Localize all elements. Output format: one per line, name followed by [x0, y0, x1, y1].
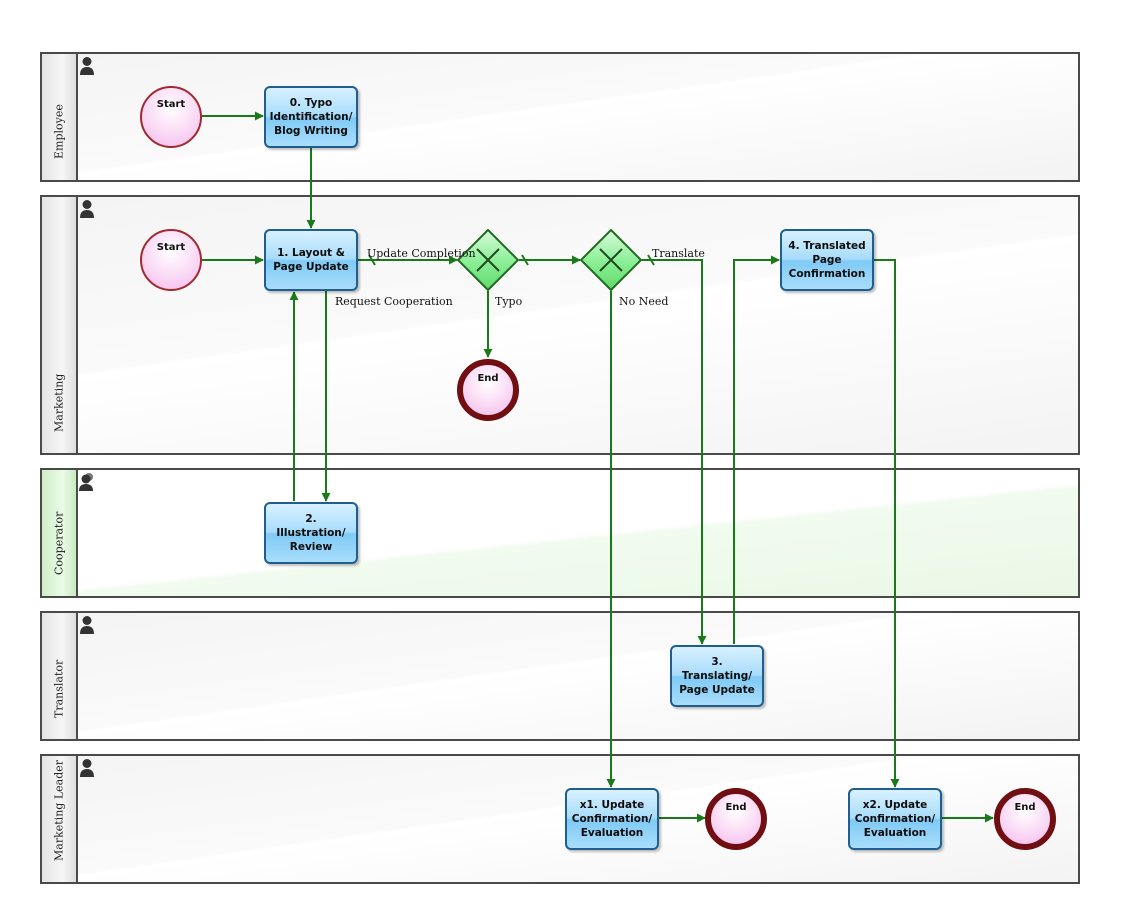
flow-label-request-cooperation: Request Cooperation	[335, 295, 453, 308]
person-icon	[80, 759, 94, 777]
person-icon	[80, 616, 94, 634]
flow-label-no-need: No Need	[619, 295, 669, 308]
end-event-label: End	[477, 373, 499, 384]
lane-header: Marketing Leader	[42, 756, 78, 882]
exclusive-gateway-1[interactable]	[457, 229, 519, 291]
flow-label-update-completion: Update Completion	[367, 247, 476, 260]
person-icon	[80, 200, 94, 218]
task-translating-page-update[interactable]: 3. Translating/ Page Update	[670, 645, 764, 707]
start-event-label: Start	[156, 242, 186, 253]
flow-gateway2-to-task3	[642, 259, 707, 645]
task-illustration-review[interactable]: 2. Illustration/ Review	[264, 502, 358, 564]
condition-tick	[368, 254, 376, 266]
group-icon	[79, 473, 93, 491]
flow-label-typo: Typo	[495, 295, 523, 308]
end-event-label: End	[725, 802, 747, 813]
start-event-employee[interactable]: Start	[140, 86, 202, 148]
task-label: 3. Translating/ Page Update	[679, 656, 755, 696]
task-label: 4. Translated Page Confirmation	[788, 240, 866, 280]
flow-task4-to-taskx2	[874, 259, 900, 788]
exclusive-gateway-2[interactable]	[580, 229, 642, 291]
lane-header: Employee	[42, 54, 78, 180]
end-event-x1[interactable]: End	[705, 788, 767, 850]
flow-label-translate: Translate	[652, 247, 705, 260]
task-typo-identification[interactable]: 0. Typo Identification/ Blog Writing	[264, 86, 358, 148]
task-layout-page-update[interactable]: 1. Layout & Page Update	[264, 229, 358, 291]
task-label: 1. Layout & Page Update	[273, 247, 349, 273]
flow-task3-to-task4	[733, 255, 780, 644]
task-update-confirmation-x1[interactable]: x1. Update Confirmation/ Evaluation	[565, 788, 659, 850]
lane-translator: Translator	[40, 611, 1080, 741]
condition-tick	[647, 254, 655, 266]
condition-tick	[521, 254, 529, 266]
task-label: 2. Illustration/ Review	[276, 513, 346, 553]
task-label: x2. Update Confirmation/ Evaluation	[854, 799, 936, 839]
lane-cooperator: Cooperator	[40, 468, 1080, 598]
start-event-label: Start	[156, 99, 186, 110]
lane-header: Marketing	[42, 197, 78, 453]
end-event-typo[interactable]: End	[457, 359, 519, 421]
lane-header: Translator	[42, 613, 78, 739]
end-event-x2[interactable]: End	[994, 788, 1056, 850]
lane-marketing: Marketing	[40, 195, 1080, 455]
task-update-confirmation-x2[interactable]: x2. Update Confirmation/ Evaluation	[848, 788, 942, 850]
lane-header: Cooperator	[42, 470, 78, 596]
start-event-marketing[interactable]: Start	[140, 229, 202, 291]
task-label: 0. Typo Identification/ Blog Writing	[269, 97, 353, 137]
task-translated-page-confirmation[interactable]: 4. Translated Page Confirmation	[780, 229, 874, 291]
person-icon	[80, 57, 94, 75]
task-label: x1. Update Confirmation/ Evaluation	[571, 799, 653, 839]
end-event-label: End	[1014, 802, 1036, 813]
